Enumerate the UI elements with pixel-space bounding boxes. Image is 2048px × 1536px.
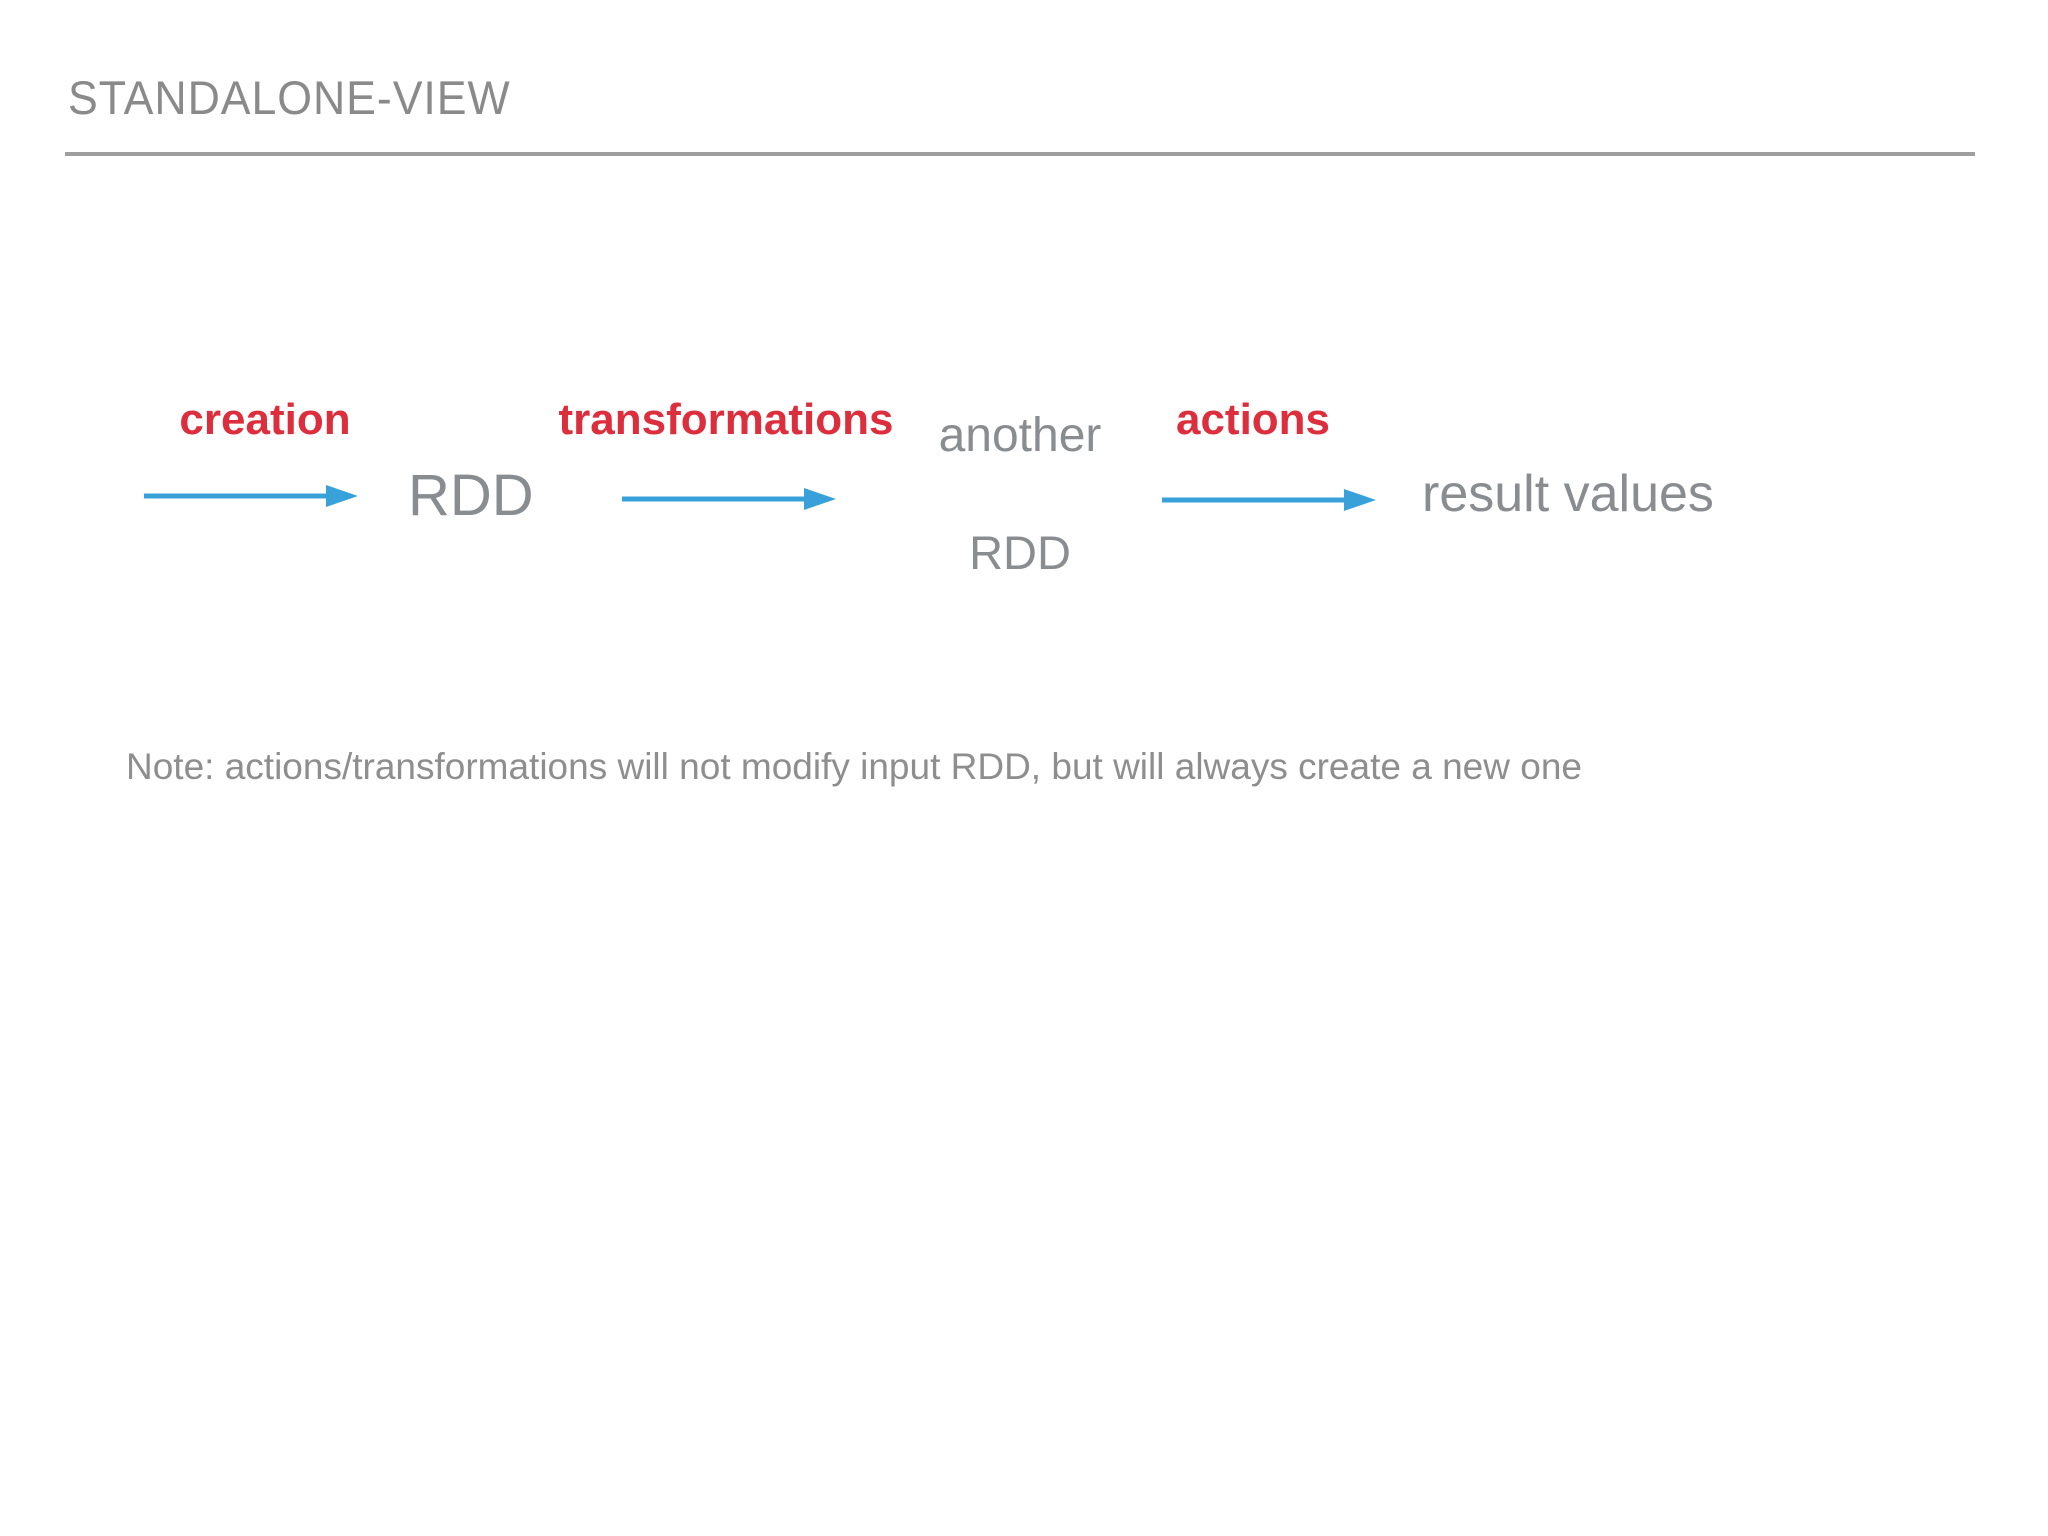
- note-text: Note: actions/transformations will not m…: [126, 746, 1582, 787]
- transformations-label: transformations: [558, 395, 894, 444]
- creation-arrow-icon: [144, 483, 358, 509]
- actions-arrow-icon: [1162, 487, 1376, 513]
- rdd-node: RDD: [408, 463, 534, 528]
- slide-title: STANDALONE-VIEW: [68, 71, 511, 124]
- result-values-node: result values: [1422, 465, 1714, 523]
- creation-label: creation: [179, 395, 351, 444]
- actions-label: actions: [1175, 395, 1331, 444]
- another-rdd-node-line2: RDD: [969, 526, 1071, 579]
- another-rdd-node-line1: another: [938, 409, 1102, 462]
- title-divider: [65, 152, 1975, 156]
- transformations-arrow-icon: [622, 486, 836, 512]
